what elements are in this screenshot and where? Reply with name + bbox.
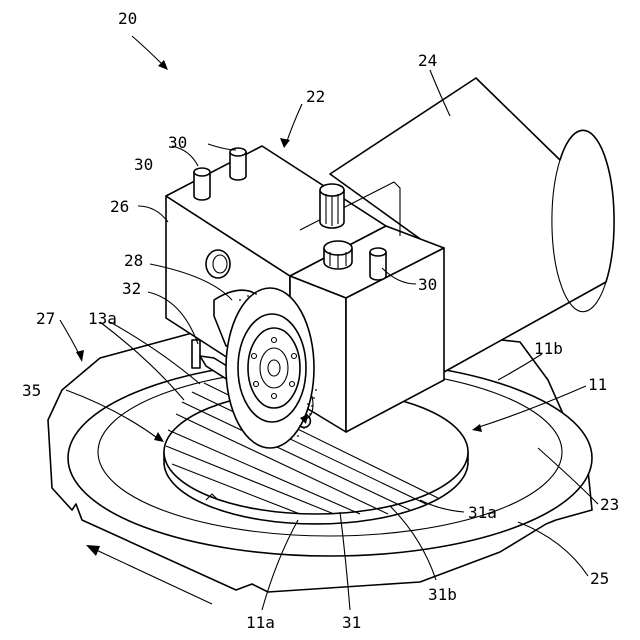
label-32: 32 [122,279,141,298]
label-13a: 13a [88,309,117,328]
label-27: 27 [36,309,55,328]
label-11: 11 [588,375,607,394]
label-23: 23 [600,495,619,514]
nozzle-3 [370,248,386,280]
label-22: 22 [306,87,325,106]
knob-middle [324,241,352,269]
knob-side [206,250,230,278]
label-20: 20 [118,9,137,28]
blade-hub [248,328,300,408]
label-11a: 11a [246,613,275,632]
label-35: 35 [22,381,41,400]
label-26: 26 [110,197,129,216]
feed-arrow-head [86,545,100,556]
label-31: 31 [342,613,361,632]
label-24: 24 [418,51,437,70]
knob-top [320,184,344,228]
label-30-c: 30 [418,275,437,294]
label-28: 28 [124,251,143,270]
label-11b: 11b [534,339,563,358]
label-31a: 31a [468,503,497,522]
nozzle-2 [230,148,246,180]
nozzle-pipe [192,340,200,368]
label-30-a: 30 [168,133,187,152]
label-31b: 31b [428,585,457,604]
label-25: 25 [590,569,609,588]
label-30-b: 30 [134,155,153,174]
nozzle-1 [194,168,210,200]
